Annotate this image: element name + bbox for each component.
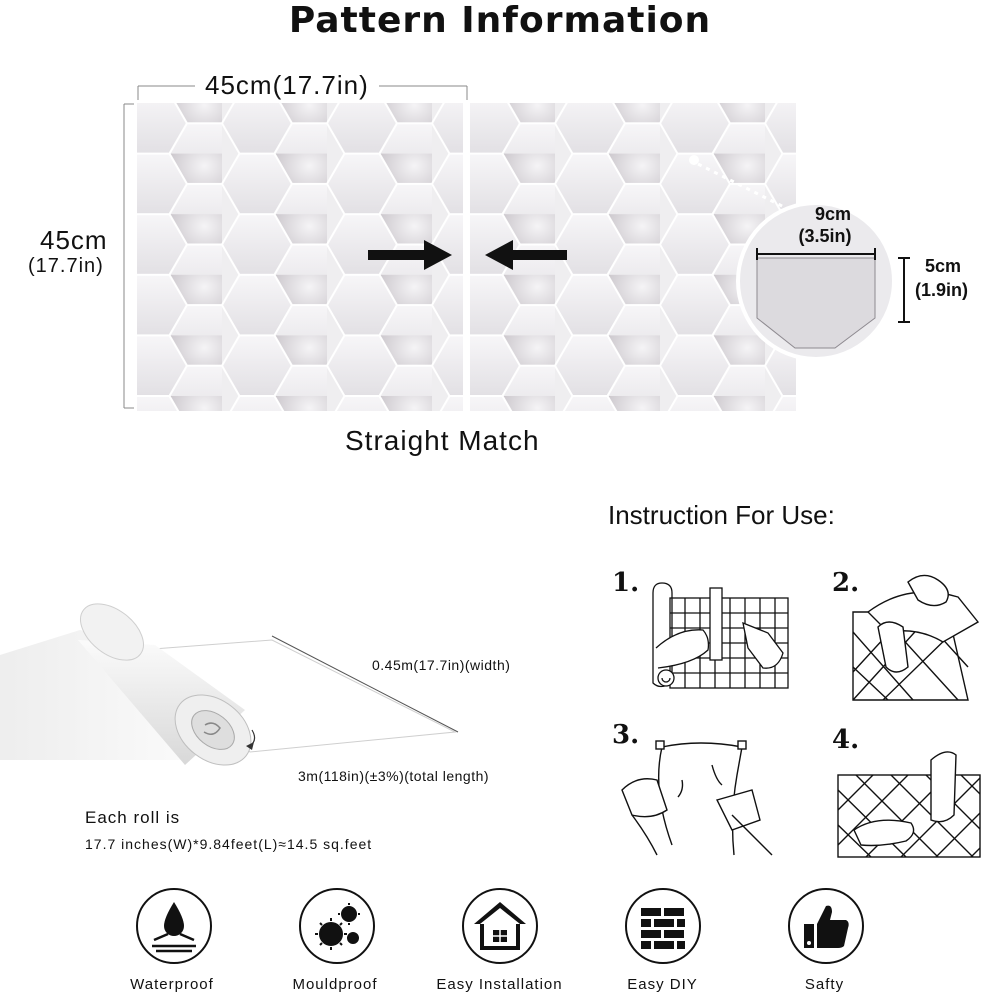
apply-smooth-icon	[621, 740, 773, 856]
water-drop-icon	[152, 902, 196, 953]
arrow-left-icon	[485, 240, 567, 270]
arrow-right-icon	[368, 240, 452, 270]
page-title: Pattern Information	[288, 0, 712, 41]
height-dimension-line	[123, 103, 134, 409]
detail-magnifier-circle	[736, 201, 896, 361]
step-3-number: 3.	[612, 720, 640, 750]
instructions-title: Instruction For Use:	[608, 500, 835, 530]
detail-height-cm: 5cm	[925, 256, 962, 276]
pattern-width-label: 45cm(17.7in)	[195, 70, 379, 100]
feature-waterproof-label: Waterproof	[130, 976, 214, 993]
feature-easy-installation-label: Easy Installation	[436, 976, 563, 993]
match-type-label: Straight Match	[345, 425, 540, 456]
mould-icon	[315, 903, 360, 950]
roll-spec-title: Each roll is	[85, 808, 181, 827]
pattern-height-cm: 45cm	[40, 225, 108, 255]
feature-mouldproof-label: Mouldproof	[292, 976, 378, 993]
pattern-height-in: (17.7in)	[28, 255, 104, 277]
detail-height-line	[898, 257, 910, 323]
brick-wall-icon	[641, 908, 685, 949]
press-finish-icon	[837, 751, 981, 858]
feature-waterproof	[136, 888, 212, 964]
feature-easy-installation	[462, 888, 538, 964]
feature-easy-diy	[625, 888, 701, 964]
step-1-number: 1.	[612, 568, 640, 598]
roll-length-label: 3m(118in)(±3%)(total length)	[298, 768, 490, 784]
feature-easy-diy-label: Easy DIY	[627, 976, 698, 993]
detail-width-cm: 9cm	[814, 204, 852, 224]
detail-height-in: (1.9in)	[915, 280, 969, 300]
thumbs-up-icon	[804, 905, 849, 948]
house-icon	[474, 902, 526, 950]
detail-width-in: (3.5in)	[798, 226, 852, 246]
peel-backing-icon	[852, 574, 980, 701]
magnifier-pointer	[689, 155, 791, 212]
feature-safety	[788, 888, 864, 964]
step-2-number: 2.	[832, 568, 860, 598]
step-4-number: 4.	[832, 725, 860, 755]
wallpaper-roll-illustration	[0, 603, 459, 766]
roll-spec-detail: 17.7 inches(W)*9.84feet(L)≈14.5 sq.feet	[85, 836, 373, 852]
measure-cut-icon	[652, 582, 789, 689]
feature-mouldproof	[299, 888, 375, 964]
feature-safety-label: Safty	[804, 976, 845, 993]
roll-width-label: 0.45m(17.7in)(width)	[372, 657, 511, 673]
